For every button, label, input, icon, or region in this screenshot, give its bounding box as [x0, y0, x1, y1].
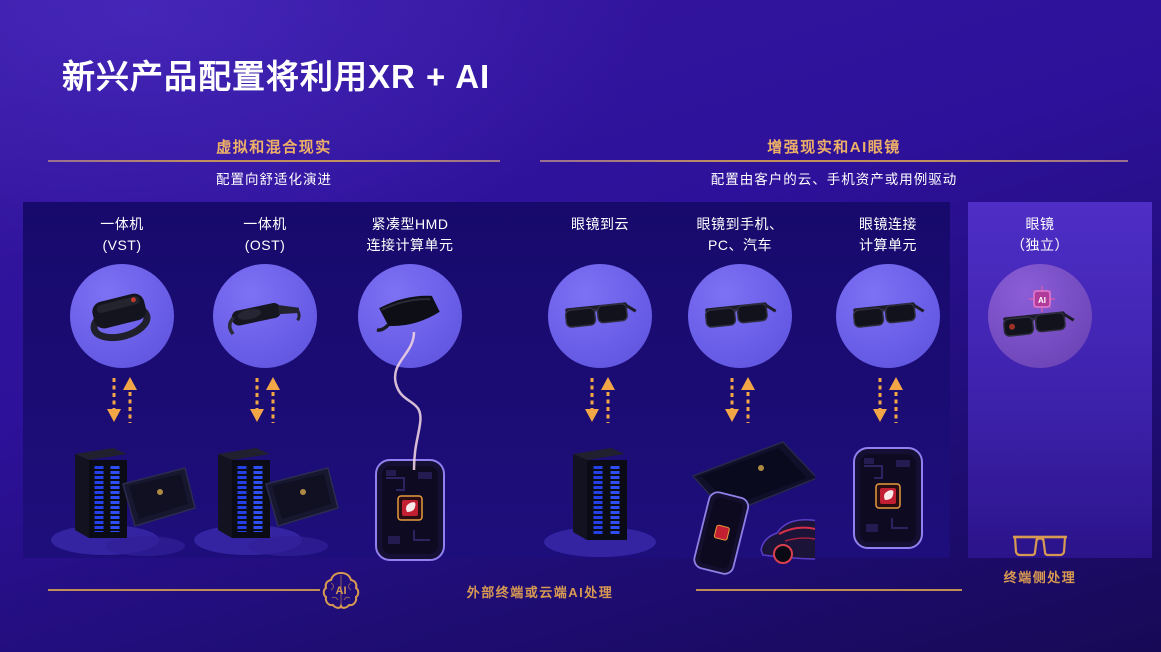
- glasses-icon: [1013, 535, 1067, 557]
- device-circle: [213, 264, 317, 368]
- section-divider: [540, 160, 1128, 162]
- column-label-line2: 计算单元: [859, 237, 917, 253]
- column-glasses-to-phone-pc-car: 眼镜到手机、 PC、汽车: [665, 214, 815, 576]
- column-aio-ost: 一体机 (OST): [190, 214, 340, 562]
- cloud-server-laptop-icon: [51, 448, 196, 556]
- bidirectional-arrows-icon: [873, 377, 903, 423]
- on-device-processing: 终端侧处理: [963, 531, 1117, 586]
- section-divider: [48, 160, 500, 162]
- device-circle: [688, 264, 792, 368]
- column-label-line1: 眼镜到手机、: [696, 216, 784, 232]
- phone-pc-car-icon: [691, 441, 815, 575]
- column-aio-vst: 一体机 (VST): [47, 214, 197, 562]
- section-vr-mr: 虚拟和混合现实 配置向舒适化演进: [48, 136, 500, 188]
- column-label-line1: 眼镜连接: [859, 216, 917, 232]
- compute-unit-icon: [375, 459, 445, 561]
- column-label-line2: （独立）: [1011, 237, 1069, 253]
- panel-standalone: [968, 202, 1152, 558]
- device-circle: [548, 264, 652, 368]
- smart-glasses-icon: [852, 302, 925, 328]
- smart-glasses-icon: [564, 302, 637, 328]
- device-circle: [70, 264, 174, 368]
- column-glasses-to-compute-unit: 眼镜连接 计算单元: [813, 214, 963, 552]
- ai-brain-icon: AI: [322, 571, 360, 609]
- section-header: 增强现实和AI眼镜: [767, 139, 901, 156]
- bidirectional-arrows-icon: [585, 377, 615, 423]
- on-device-processing-label: 终端侧处理: [1003, 570, 1077, 585]
- compact-hmd-icon: [376, 295, 440, 332]
- section-ar-ai-glasses: 增强现实和AI眼镜 配置由客户的云、手机资产或用例驱动: [540, 136, 1128, 188]
- bidirectional-arrows-icon: [107, 377, 137, 423]
- ai-glasses-icon: AI: [1002, 286, 1075, 337]
- vr-headset-icon: [90, 293, 151, 342]
- column-label-line1: 紧凑型HMD: [371, 216, 449, 232]
- column-label-line2: 连接计算单元: [366, 237, 454, 253]
- section-subtitle: 配置向舒适化演进: [216, 172, 332, 187]
- column-label-line1: 一体机: [100, 216, 144, 232]
- bidirectional-arrows-icon: [250, 377, 280, 423]
- cloud-server-icon: [544, 448, 656, 557]
- column-label-line1: 眼镜到云: [571, 216, 629, 232]
- column-glasses-to-cloud: 眼镜到云: [525, 214, 675, 562]
- ai-brain-label: AI: [336, 585, 347, 597]
- device-circle: [836, 264, 940, 368]
- external-processing-label: 外部终端或云端AI处理: [466, 585, 614, 600]
- device-circle: [358, 264, 462, 368]
- section-subtitle: 配置由客户的云、手机资产或用例驱动: [710, 172, 958, 187]
- bidirectional-arrows-icon: [725, 377, 755, 423]
- smart-glasses-icon: [704, 302, 777, 328]
- external-processing-line-left: [48, 589, 320, 591]
- ar-glasses-icon: [227, 303, 301, 336]
- column-label-line2: (OST): [244, 237, 286, 253]
- column-label-line2: (VST): [102, 237, 142, 253]
- section-header: 虚拟和混合现实: [216, 139, 332, 156]
- external-processing-line-right: [696, 589, 962, 591]
- column-compact-hmd: 紧凑型HMD 连接计算单元: [335, 214, 485, 564]
- column-label-line2: PC、汽车: [708, 237, 772, 253]
- column-glasses-standalone: 眼镜 （独立）: [965, 214, 1115, 368]
- ai-chip-icon: AI: [1029, 286, 1055, 312]
- page-title: 新兴产品配置将利用XR + AI: [62, 58, 491, 95]
- device-circle: AI: [988, 264, 1092, 368]
- ai-chip-label: AI: [1038, 296, 1046, 305]
- column-label-line1: 一体机: [243, 216, 287, 232]
- compute-unit-icon: [853, 447, 923, 549]
- cloud-server-laptop-icon: [194, 448, 339, 556]
- column-label-line1: 眼镜: [1025, 216, 1055, 232]
